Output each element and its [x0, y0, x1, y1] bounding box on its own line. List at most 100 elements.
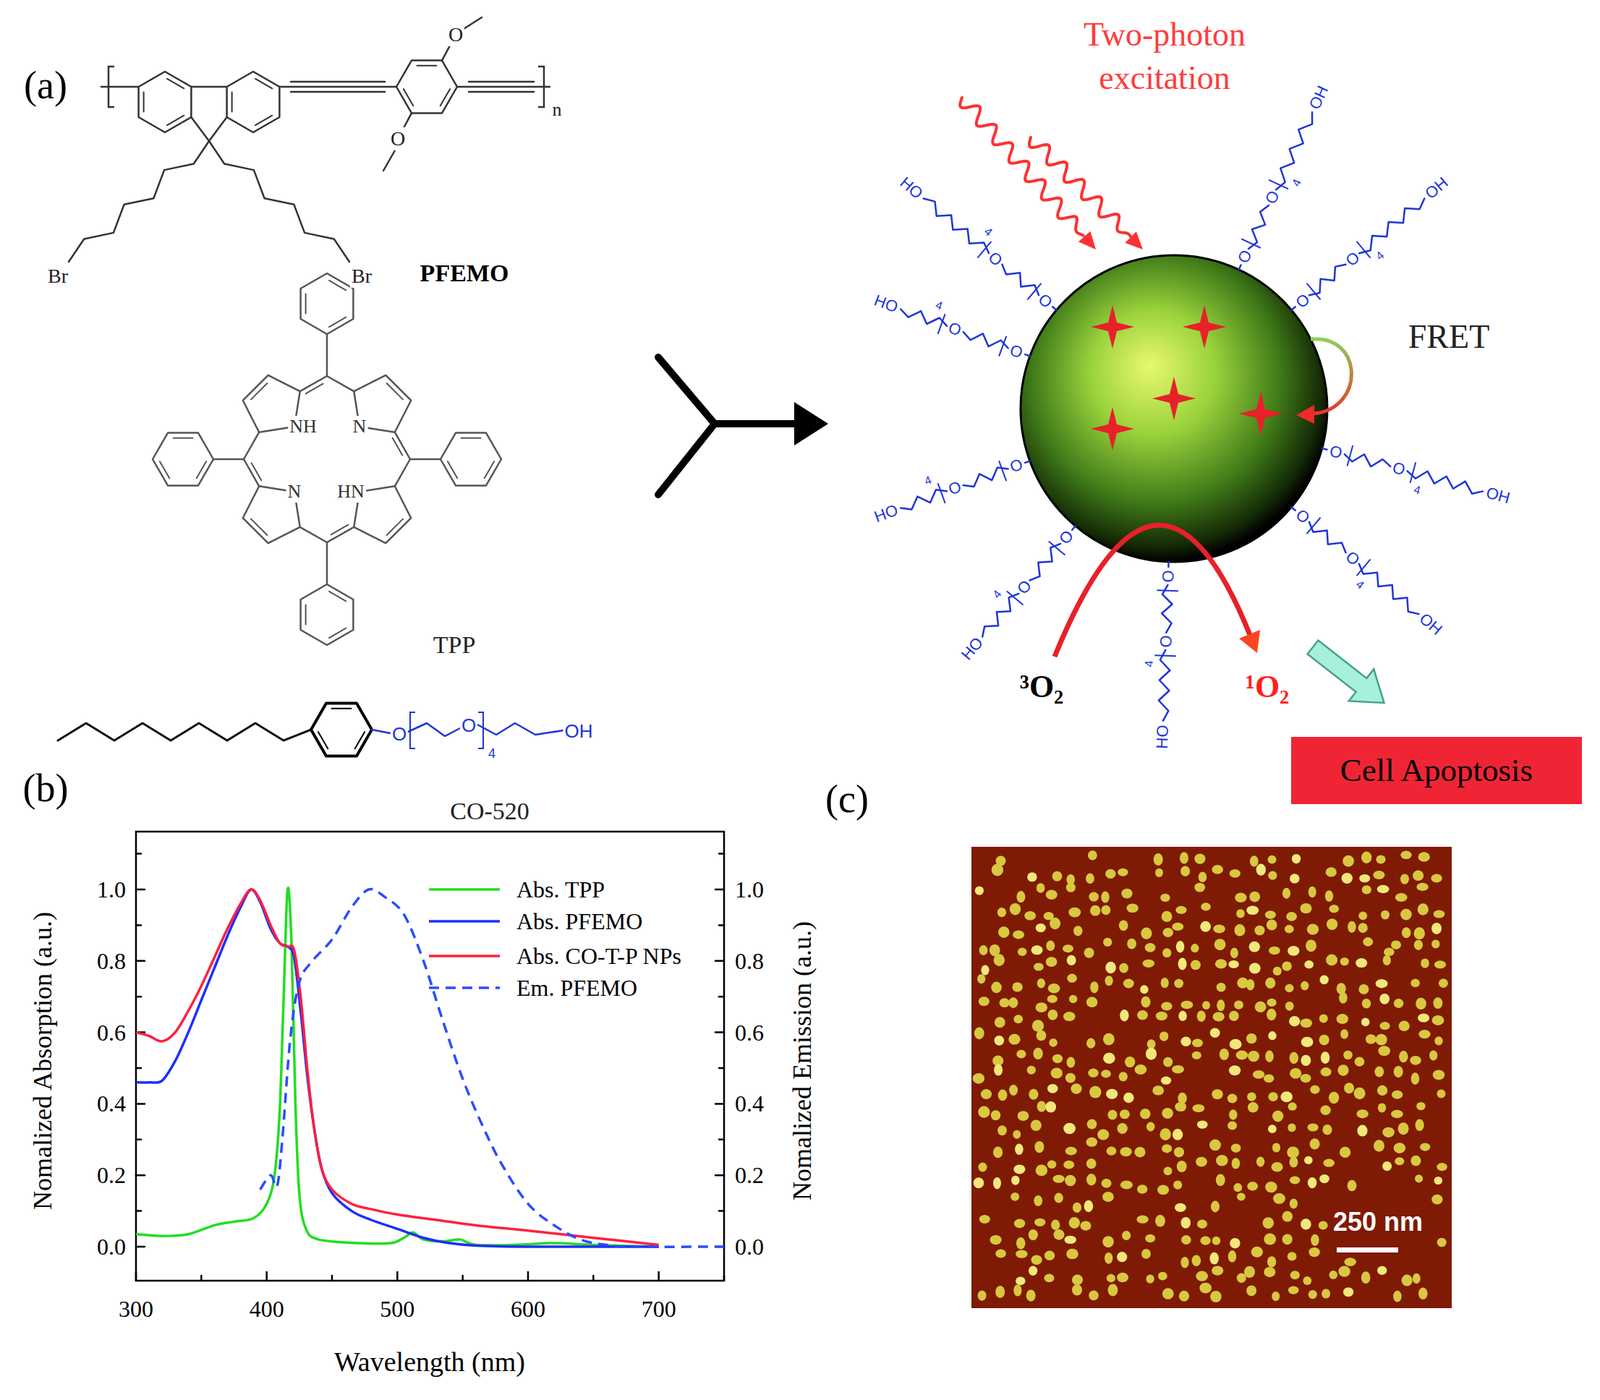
afm-particle [1420, 958, 1430, 968]
axis-tick [135, 888, 145, 892]
afm-particle [1048, 1038, 1058, 1048]
afm-particle [1163, 1167, 1173, 1177]
afm-particle [1008, 997, 1018, 1009]
afm-particle [1054, 1193, 1064, 1204]
panel-label: (b) [21, 766, 71, 811]
peg-chain [1275, 112, 1313, 190]
afm-particle [1256, 1157, 1265, 1168]
afm-particle [1066, 1249, 1079, 1261]
afm-particle [1382, 1127, 1395, 1138]
repeat-index: 4 [921, 473, 935, 490]
afm-particle [1035, 1002, 1049, 1013]
afm-particle [1249, 941, 1261, 953]
afm-particle [1017, 1111, 1030, 1122]
atom-label: O [1012, 575, 1037, 599]
afm-particle [1052, 1054, 1063, 1064]
afm-particle [1033, 1195, 1043, 1207]
afm-particle [1141, 1249, 1151, 1260]
axis-title: Nomalized Absorption (a.u.) [28, 910, 58, 1212]
afm-particle [1273, 1193, 1286, 1205]
atom-label: O [1033, 288, 1057, 313]
double-bond-line [305, 294, 307, 314]
afm-particle [1178, 1011, 1187, 1022]
afm-particle [1070, 1083, 1082, 1095]
afm-particle [993, 1146, 1003, 1159]
afm-particle [1028, 1089, 1038, 1101]
atom-label: O [1053, 525, 1078, 549]
bond-line [383, 150, 395, 171]
afm-particle [1251, 1247, 1263, 1258]
peg-chain [963, 332, 1009, 349]
afm-particle [1106, 1274, 1116, 1284]
bond-line [190, 117, 210, 142]
afm-particle [1064, 1236, 1077, 1245]
afm-particle [1027, 872, 1038, 882]
afm-particle [974, 1027, 985, 1041]
afm-particle [1216, 999, 1225, 1012]
atom-label: O [1389, 457, 1410, 480]
afm-particle [1282, 1211, 1294, 1223]
axis-tick-label: 0.8 [95, 947, 128, 975]
double-bond-line [143, 92, 145, 113]
afm-particle [1263, 1233, 1276, 1245]
afm-particle [1309, 1138, 1321, 1150]
double-bond-line [386, 383, 403, 400]
afm-particle [1247, 1102, 1259, 1114]
afm-particle [1159, 1031, 1169, 1041]
afm-particle [1320, 1051, 1331, 1065]
afm-particle [1176, 1160, 1187, 1173]
afm-particle [1088, 1291, 1099, 1302]
afm-particle [1013, 1284, 1022, 1297]
axis-tick-label: 0.0 [733, 1233, 766, 1261]
afm-particle [1069, 995, 1078, 1004]
afm-particle [1267, 871, 1277, 881]
afm-particle [1147, 1039, 1156, 1049]
peg-bond [1239, 265, 1242, 270]
afm-particle [1288, 1016, 1300, 1028]
afm-particle [1228, 1250, 1237, 1263]
afm-particle [1161, 911, 1173, 923]
afm-particle [1160, 1128, 1172, 1141]
atom-label: O [389, 127, 407, 151]
afm-particle [1393, 1142, 1407, 1154]
afm-particle [1035, 1165, 1048, 1177]
axis-tick-label: 1.0 [733, 876, 766, 904]
afm-particle [1302, 1276, 1312, 1286]
afm-particle [1214, 938, 1227, 951]
bond-line [403, 112, 412, 129]
afm-particle [1028, 1266, 1038, 1276]
afm-particle [1401, 1275, 1413, 1287]
afm-particle [1079, 1220, 1091, 1231]
afm-particle [1116, 1273, 1129, 1284]
double-bond-line [231, 92, 233, 113]
afm-particle [1265, 910, 1276, 919]
double-bond-line [329, 280, 346, 291]
afm-particle [1045, 890, 1058, 901]
afm-particle [979, 945, 989, 956]
afm-particle [972, 1073, 985, 1085]
afm-particle [1016, 1237, 1026, 1250]
afm-particle [1289, 873, 1300, 884]
afm-particle [1121, 888, 1133, 900]
axis-tick [718, 996, 725, 999]
atom-label: O [944, 477, 966, 500]
afm-particle [1281, 961, 1292, 971]
afm-particle [1160, 1002, 1172, 1012]
afm-particle [1400, 909, 1412, 921]
afm-particle [1383, 955, 1391, 966]
process-label: FRET [1406, 318, 1491, 357]
alkyl-chain [57, 723, 312, 741]
afm-particle [1432, 1015, 1445, 1026]
axis-tick-label: 0.6 [95, 1019, 128, 1046]
afm-particle [1362, 937, 1373, 947]
afm-particle [1230, 948, 1239, 960]
afm-particle [1291, 854, 1301, 864]
afm-particle [1119, 1109, 1130, 1119]
afm-particle [1415, 1119, 1425, 1133]
afm-particle [1027, 1066, 1036, 1075]
afm-particle [1104, 1252, 1113, 1265]
afm-particle [980, 1089, 992, 1100]
repeat-index: 4 [1372, 248, 1389, 265]
afm-particle [1045, 956, 1058, 968]
afm-particle [1197, 1011, 1206, 1023]
